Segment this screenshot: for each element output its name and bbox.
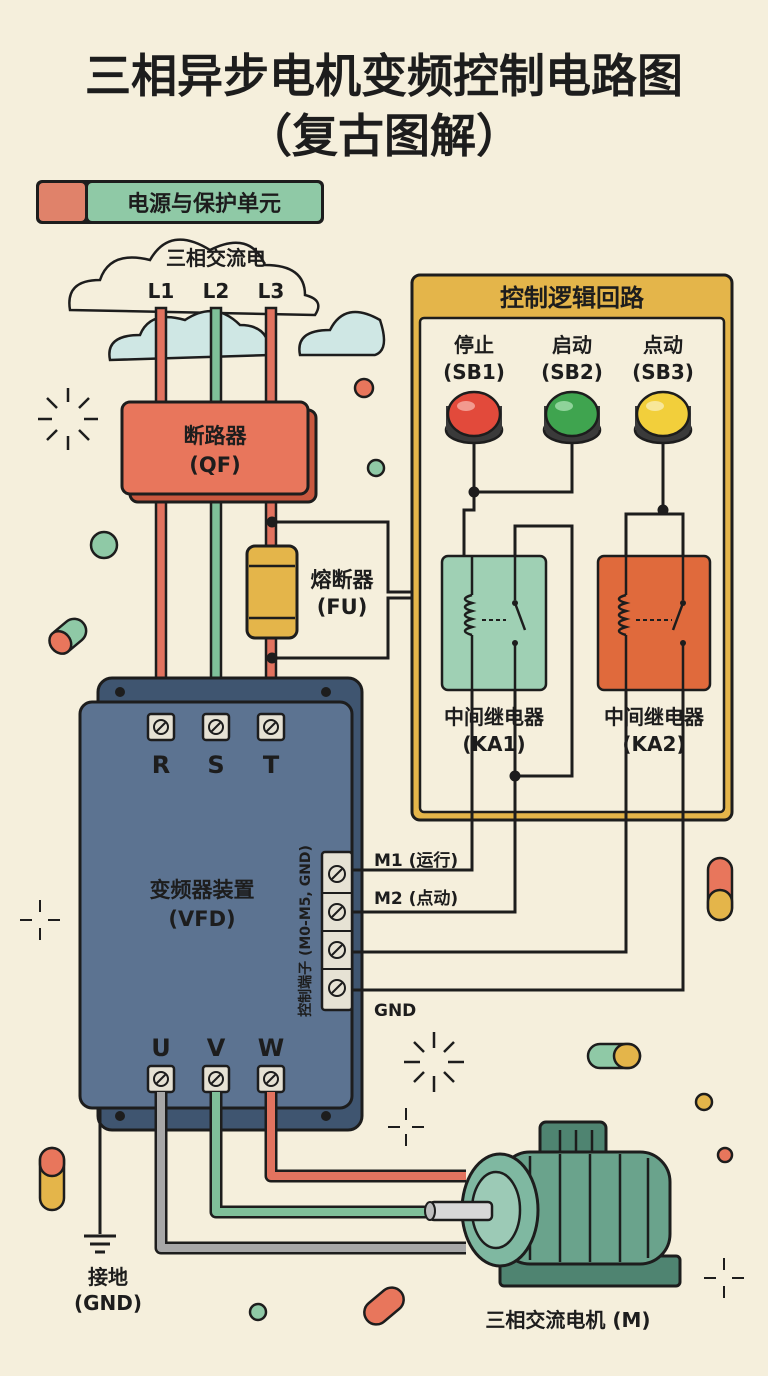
motor-wires bbox=[154, 1092, 466, 1255]
signal-m2-label: M2 (点动) bbox=[374, 888, 458, 909]
relay-ka1-name: 中间继电器 bbox=[444, 705, 545, 729]
fuse-name: 熔断器 bbox=[311, 568, 375, 592]
control-logic-title: 控制逻辑回路 bbox=[500, 284, 645, 312]
button-stop: 停止 (SB1) bbox=[443, 333, 505, 445]
phase-label-l2: L2 bbox=[203, 279, 230, 303]
fuse: 熔断器 (FU) bbox=[245, 282, 414, 664]
input-terminal-s bbox=[201, 712, 231, 742]
button-stop-name: 停止 bbox=[454, 333, 494, 357]
decorations bbox=[20, 238, 744, 1326]
vfd-code: (VFD) bbox=[168, 907, 235, 931]
phase-label-l3: L3 bbox=[258, 279, 285, 303]
relay-ka2: 中间继电器 (KA2) bbox=[596, 554, 712, 756]
button-jog: 点动 (SB3) bbox=[632, 333, 694, 445]
vfd-name: 变频器装置 bbox=[150, 878, 255, 902]
ground-symbol bbox=[84, 1108, 116, 1254]
legend: 电源与保护单元 bbox=[36, 180, 324, 224]
button-start: 启动 (SB2) bbox=[541, 333, 603, 445]
button-start-name: 启动 bbox=[552, 333, 592, 357]
relay-ka1-code: (KA1) bbox=[462, 732, 525, 756]
ground-code: (GND) bbox=[74, 1291, 142, 1315]
input-terminal-t bbox=[256, 712, 286, 742]
output-terminal-label-v: V bbox=[207, 1034, 226, 1062]
phase-label-l1: L1 bbox=[148, 279, 175, 303]
relay-ka1: 中间继电器 (KA1) bbox=[440, 554, 548, 756]
output-terminal-v bbox=[201, 1064, 231, 1094]
button-jog-name: 点动 bbox=[643, 333, 683, 357]
legend-label: 电源与保护单元 bbox=[127, 192, 281, 217]
button-stop-code: (SB1) bbox=[443, 360, 505, 384]
output-terminal-label-w: W bbox=[258, 1034, 284, 1062]
output-terminal-w bbox=[256, 1064, 286, 1094]
page-title-line2: （复古图解） bbox=[246, 109, 522, 163]
signal-m1-label: M1 (运行) bbox=[374, 850, 458, 871]
page-title-line1: 三相异步电机变频控制电路图 bbox=[85, 49, 683, 103]
breaker-code: (QF) bbox=[189, 453, 240, 477]
input-terminal-label-r: R bbox=[152, 751, 170, 779]
output-terminal-label-u: U bbox=[151, 1034, 171, 1062]
output-terminal-u bbox=[146, 1064, 176, 1094]
motor-label: 三相交流电机 (M) bbox=[485, 1308, 650, 1332]
control-terminal-block bbox=[320, 850, 354, 1012]
button-start-code: (SB2) bbox=[541, 360, 603, 384]
vfd-device: 变频器装置 (VFD) R S T U V W bbox=[78, 676, 364, 1132]
input-terminal-label-t: T bbox=[263, 751, 280, 779]
fuse-code: (FU) bbox=[317, 595, 368, 619]
control-wiring bbox=[352, 442, 685, 992]
relay-ka2-name: 中间继电器 bbox=[604, 705, 705, 729]
motor bbox=[424, 1120, 682, 1288]
power-source-label: 三相交流电 bbox=[166, 246, 266, 270]
signal-gnd-label: GND bbox=[374, 1001, 416, 1021]
input-terminal-label-s: S bbox=[207, 751, 224, 779]
main-power-wires bbox=[154, 306, 278, 720]
relay-ka2-code: (KA2) bbox=[622, 732, 685, 756]
circuit-breaker: 断路器 (QF) bbox=[120, 400, 318, 504]
control-terminal-label: 控制端子 (M0-M5, GND) bbox=[297, 845, 314, 1017]
breaker-name: 断路器 bbox=[184, 424, 248, 448]
input-terminal-r bbox=[146, 712, 176, 742]
ground-name: 接地 bbox=[88, 1265, 128, 1289]
button-jog-code: (SB3) bbox=[632, 360, 694, 384]
